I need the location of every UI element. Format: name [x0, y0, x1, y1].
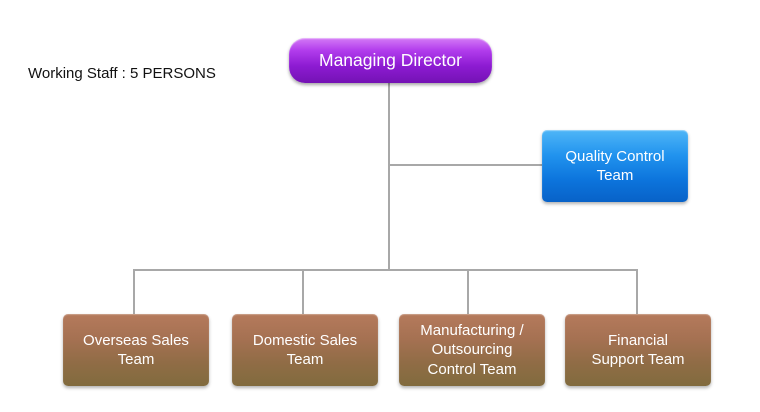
connector-qc-branch [388, 164, 542, 166]
managing-director-node: Managing Director [289, 38, 492, 83]
manufacturing-label-line-1: Manufacturing / [420, 321, 524, 339]
working-staff-note: Working Staff : 5 PERSONS [28, 65, 216, 82]
overseas-sales-label-line-2: Team [117, 351, 155, 368]
quality-control-label-line-1: Quality Control [565, 147, 665, 165]
connector-drop-domestic [302, 269, 304, 314]
connector-team-bus [133, 269, 638, 271]
connector-drop-financial [636, 269, 638, 314]
managing-director-label: Managing Director [319, 50, 462, 71]
manufacturing-outsourcing-control-team-node: Manufacturing / Outsourcing Control Team [399, 314, 545, 386]
connector-drop-overseas [133, 269, 135, 314]
quality-control-label-line-2: Team [596, 167, 634, 184]
quality-control-team-node: Quality Control Team [542, 130, 688, 202]
domestic-sales-team-node: Domestic Sales Team [232, 314, 378, 386]
connector-drop-manufacturing [467, 269, 469, 314]
financial-support-team-node: Financial Support Team [565, 314, 711, 386]
overseas-sales-team-node: Overseas Sales Team [63, 314, 209, 386]
financial-support-label-line-2: Support Team [591, 351, 685, 368]
domestic-sales-label-line-2: Team [286, 351, 324, 368]
overseas-sales-label-line-1: Overseas Sales [83, 331, 189, 349]
domestic-sales-label-line-1: Domestic Sales [252, 331, 358, 349]
manufacturing-label-line-3: Control Team [427, 360, 517, 378]
financial-support-label-line-1: Financial [607, 331, 669, 349]
connector-trunk [388, 83, 390, 270]
manufacturing-label-line-2: Outsourcing [431, 341, 513, 359]
